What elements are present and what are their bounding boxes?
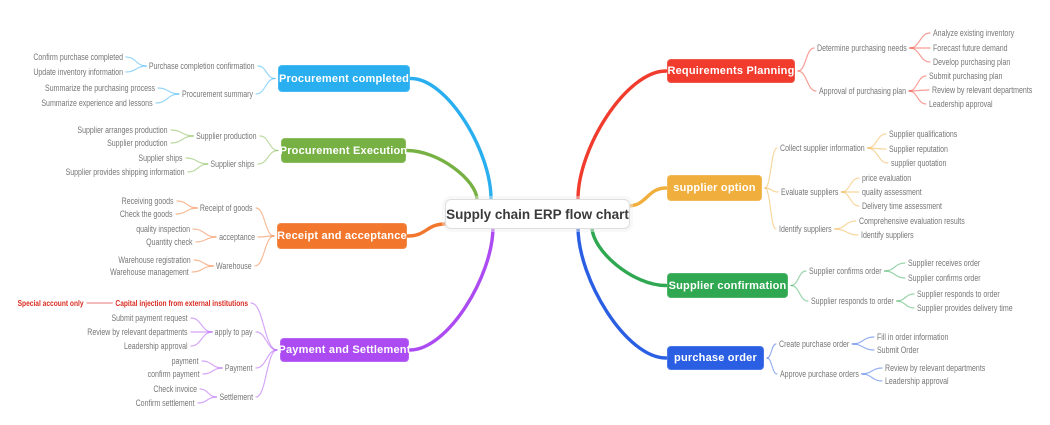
subtopic-capital-injection[interactable]: Capital injection from external institut… [115,298,248,308]
leaf-topic[interactable]: Supplier receives order [908,258,981,268]
leaf-topic[interactable]: Supplier provides shipping information [65,167,185,177]
subtopic-receipt-of-goods[interactable]: Receipt of goods [200,203,253,213]
leaf-topic[interactable]: Supplier reputation [889,144,948,154]
leaf-topic[interactable]: Submit Order [877,345,919,355]
subtopic-acceptance[interactable]: acceptance [219,232,255,242]
branch-payment-and-settlement[interactable]: Payment and Settlement [278,338,410,362]
leaf-topic[interactable]: Submit purchasing plan [929,71,1003,81]
leaf-topic[interactable]: Update inventory information [33,67,123,77]
leaf-topic[interactable]: Supplier confirms order [908,273,981,283]
leaf-topic[interactable]: Supplier responds to order [917,289,1000,299]
leaf-topic[interactable]: Warehouse registration [118,255,191,265]
leaf-topic[interactable]: Comprehensive evaluation results [859,216,965,226]
subtopic-payment[interactable]: Payment [225,363,253,373]
leaf-topic[interactable]: Summarize experience and lessons [41,98,153,108]
subtopic-supplier-responds-to-order[interactable]: Supplier responds to order [811,296,894,306]
branch-purchase-order[interactable]: purchase order [667,346,764,370]
leaf-topic[interactable]: Supplier ships [138,153,183,163]
leaf-topic[interactable]: supplier quotation [891,158,947,168]
branch-supplier-option[interactable]: supplier option [667,175,762,201]
leaf-topic[interactable]: Supplier provides delivery time [917,303,1013,313]
subtopic-supplier-production[interactable]: Supplier production [196,131,257,141]
leaf-topic[interactable]: Quantity check [146,237,193,247]
subtopic-create-purchase-order[interactable]: Create purchase order [779,339,850,349]
leaf-topic[interactable]: Warehouse management [110,267,189,277]
leaf-topic[interactable]: confirm payment [148,369,200,379]
leaf-topic[interactable]: Supplier production [107,138,168,148]
leaf-topic[interactable]: Fill in order information [877,332,949,342]
leaf-topic[interactable]: Delivery time assessment [862,201,942,211]
leaf-topic[interactable]: Review by relevant departments [885,363,986,373]
subtopic-procurement-summary[interactable]: Procurement summary [181,89,253,99]
branch-requirements-planning[interactable]: Requirements Planning [667,59,795,83]
subtopic-approval-of-purchasing-plan[interactable]: Approval of purchasing plan [819,86,907,96]
leaf-topic[interactable]: Submit payment request [111,313,188,323]
leaf-topic[interactable]: Receiving goods [122,196,174,206]
leaf-topic[interactable]: Review by relevant departments [932,85,1033,95]
leaf-topic[interactable]: Special account only [18,298,84,308]
leaf-topic[interactable]: Confirm purchase completed [33,52,123,62]
subtopic-approve-purchase-orders[interactable]: Approve purchase orders [780,369,859,379]
subtopic-identify-suppliers[interactable]: Identify suppliers [779,224,832,234]
leaf-topic[interactable]: price evaluation [862,173,912,183]
leaf-topic[interactable]: Supplier qualifications [889,129,958,139]
leaf-topic[interactable]: Confirm settlement [136,398,195,408]
leaf-topic[interactable]: Leadership approval [929,99,993,109]
branch-procurement-completed[interactable]: Procurement completed [278,65,410,92]
leaf-topic[interactable]: Forecast future demand [933,43,1008,53]
leaf-topic[interactable]: payment [172,356,199,366]
subtopic-evaluate-suppliers[interactable]: Evaluate suppliers [781,187,839,197]
leaf-topic[interactable]: Supplier arranges production [77,125,168,135]
subtopic-collect-supplier-information[interactable]: Collect supplier information [780,143,865,153]
branch-procurement-execution[interactable]: Procurement Execution [280,138,407,163]
leaf-topic[interactable]: quality inspection [136,224,190,234]
subtopic-supplier-confirms-order[interactable]: Supplier confirms order [809,266,882,276]
leaf-topic[interactable]: Analyze existing inventory [933,28,1015,38]
central-topic[interactable]: Supply chain ERP flow chart [445,199,630,229]
subtopic-purchase-completion-confirmation[interactable]: Purchase completion confirmation [149,61,255,71]
leaf-topic[interactable]: Develop purchasing plan [933,57,1011,67]
leaf-topic[interactable]: Identify suppliers [861,230,914,240]
leaf-topic[interactable]: Check invoice [153,384,197,394]
branch-receipt-and-acceptance[interactable]: Receipt and acceptance [277,223,407,249]
leaf-topic[interactable]: Check the goods [120,209,173,219]
leaf-topic[interactable]: Leadership approval [124,341,188,351]
subtopic-apply-to-pay[interactable]: apply to pay [215,327,253,337]
leaf-topic[interactable]: Leadership approval [885,376,949,386]
subtopic-determine-purchasing-needs[interactable]: Determine purchasing needs [817,43,907,53]
subtopic-supplier-ships[interactable]: Supplier ships [210,159,255,169]
leaf-topic[interactable]: Summarize the purchasing process [44,83,155,93]
leaf-topic[interactable]: Review by relevant departments [87,327,188,337]
subtopic-warehouse[interactable]: Warehouse [216,261,252,271]
subtopic-settlement[interactable]: Settlement [219,392,253,402]
branch-supplier-confirmation[interactable]: Supplier confirmation [667,273,788,298]
leaf-topic[interactable]: quality assessment [862,187,922,197]
